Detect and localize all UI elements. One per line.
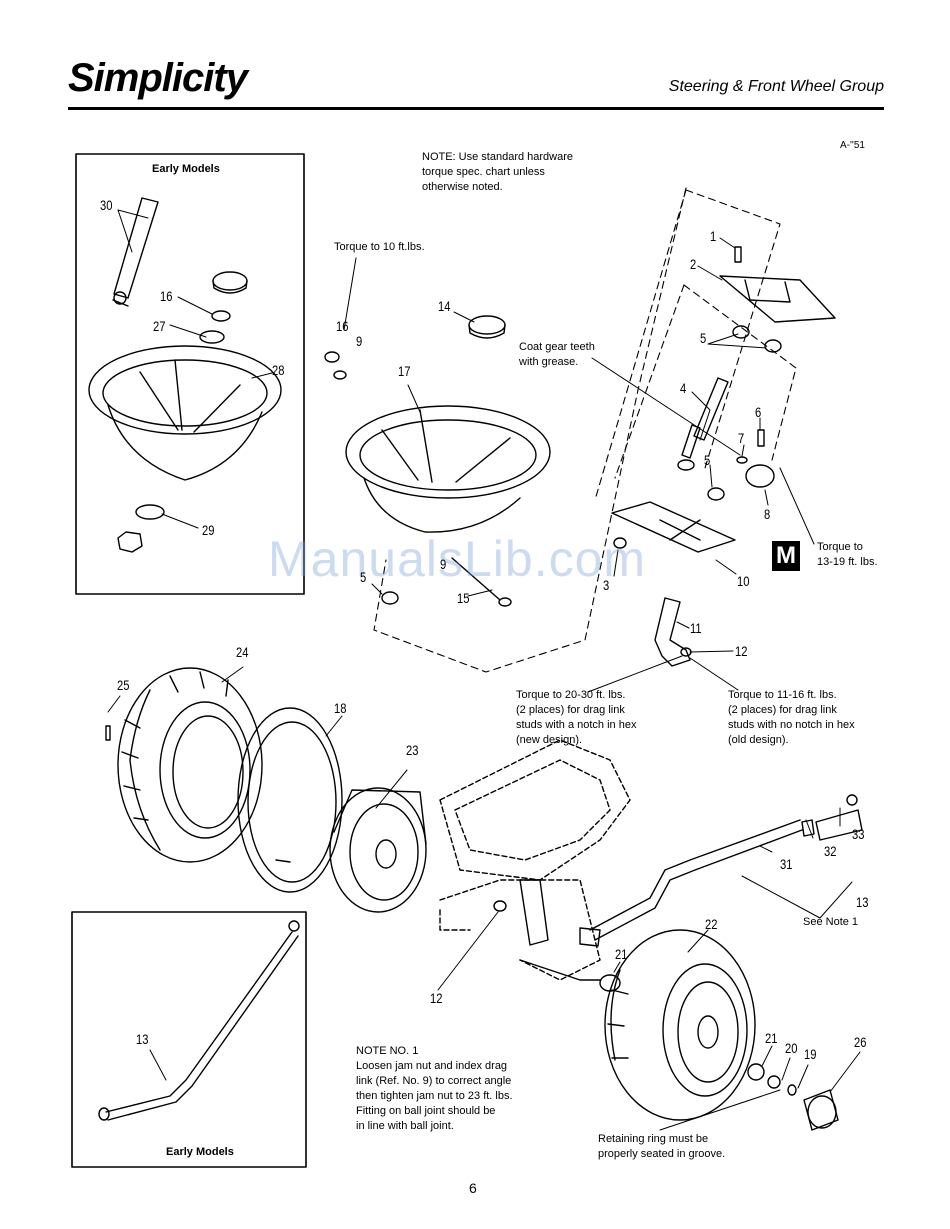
section-title: Steering & Front Wheel Group	[668, 78, 884, 95]
callout-30: 30	[100, 197, 113, 213]
note-torque-11-16: Torque to 11-16 ft. lbs. (2 places) for …	[728, 689, 855, 746]
drawing-code: A-''51	[840, 140, 865, 151]
callout-27: 27	[153, 318, 166, 334]
callout-21b: 21	[765, 1030, 778, 1046]
callout-32: 32	[824, 843, 837, 859]
callout-1: 1	[710, 228, 717, 244]
callout-33: 33	[852, 826, 865, 842]
callout-23: 23	[406, 742, 419, 758]
watermark: ManualsLib.com	[268, 531, 647, 587]
note-grease: Coat gear teeth with grease.	[519, 341, 595, 368]
inset-label-top: Early Models	[152, 163, 220, 175]
callout-9b: 9	[440, 556, 447, 572]
callout-15: 15	[457, 590, 470, 606]
callout-13a: 13	[856, 894, 869, 910]
inset-box-bottom	[71, 911, 307, 1168]
callout-19: 19	[804, 1046, 817, 1062]
callout-17: 17	[398, 363, 411, 379]
callout-24: 24	[236, 644, 249, 660]
callout-11: 11	[690, 620, 702, 636]
callout-18: 18	[334, 700, 347, 716]
callout-12a: 12	[735, 643, 748, 659]
callout-21a: 21	[615, 946, 628, 962]
steering-wheel	[324, 315, 551, 607]
steering-gear-assembly	[611, 246, 836, 667]
note-torque-13-19: Torque to 13-19 ft. lbs.	[817, 541, 878, 568]
dashed-assembly-outline	[373, 187, 797, 673]
note-see-note-1: See Note 1	[803, 916, 859, 928]
callout-25: 25	[117, 677, 130, 693]
inset-label-bottom: Early Models	[166, 1146, 234, 1158]
callout-20: 20	[785, 1040, 798, 1056]
callout-5b: 5	[700, 330, 707, 346]
callout-16b: 16	[336, 318, 349, 334]
callout-28: 28	[272, 362, 285, 378]
callout-5c: 5	[704, 452, 711, 468]
note-retaining-ring: Retaining ring must be properly seated i…	[598, 1133, 726, 1160]
front-axle-frame	[439, 739, 631, 981]
tire-wheel-assembly-right	[599, 929, 839, 1131]
callout-14: 14	[438, 298, 451, 314]
callout-2: 2	[690, 256, 697, 272]
note-torque-10: Torque to 10 ft.lbs.	[334, 241, 425, 253]
early-steering-wheel	[88, 197, 282, 553]
inset-box-top	[75, 153, 305, 595]
callout-10: 10	[737, 573, 750, 589]
callout-12b: 12	[430, 990, 443, 1006]
maintenance-badge: M	[772, 541, 800, 571]
callout-8: 8	[764, 506, 771, 522]
early-drag-link	[98, 920, 300, 1121]
callout-6: 6	[755, 404, 762, 420]
drag-link-assembly	[579, 794, 863, 947]
note-torque-20-30: Torque to 20-30 ft. lbs. (2 places) for …	[516, 689, 637, 746]
note-hardware: NOTE: Use standard hardware torque spec.…	[422, 151, 574, 193]
callout-7: 7	[738, 430, 745, 446]
callout-4: 4	[680, 380, 687, 396]
spindle	[493, 879, 601, 981]
callout-26: 26	[854, 1034, 867, 1050]
callout-29: 29	[202, 522, 215, 538]
brand-logo: Simplicity	[68, 56, 248, 100]
header-rule	[68, 107, 884, 110]
callout-3: 3	[603, 577, 610, 593]
tire-wheel-assembly-left	[105, 667, 427, 913]
callout-9a: 9	[356, 333, 363, 349]
callout-13b: 13	[136, 1031, 149, 1047]
callout-31: 31	[780, 856, 793, 872]
page-number: 6	[469, 1180, 477, 1196]
callout-22: 22	[705, 916, 718, 932]
callout-16: 16	[160, 288, 173, 304]
callout-5a: 5	[360, 569, 367, 585]
note-no-1: NOTE NO. 1 Loosen jam nut and index drag…	[356, 1045, 513, 1132]
leader-lines	[107, 209, 861, 1131]
